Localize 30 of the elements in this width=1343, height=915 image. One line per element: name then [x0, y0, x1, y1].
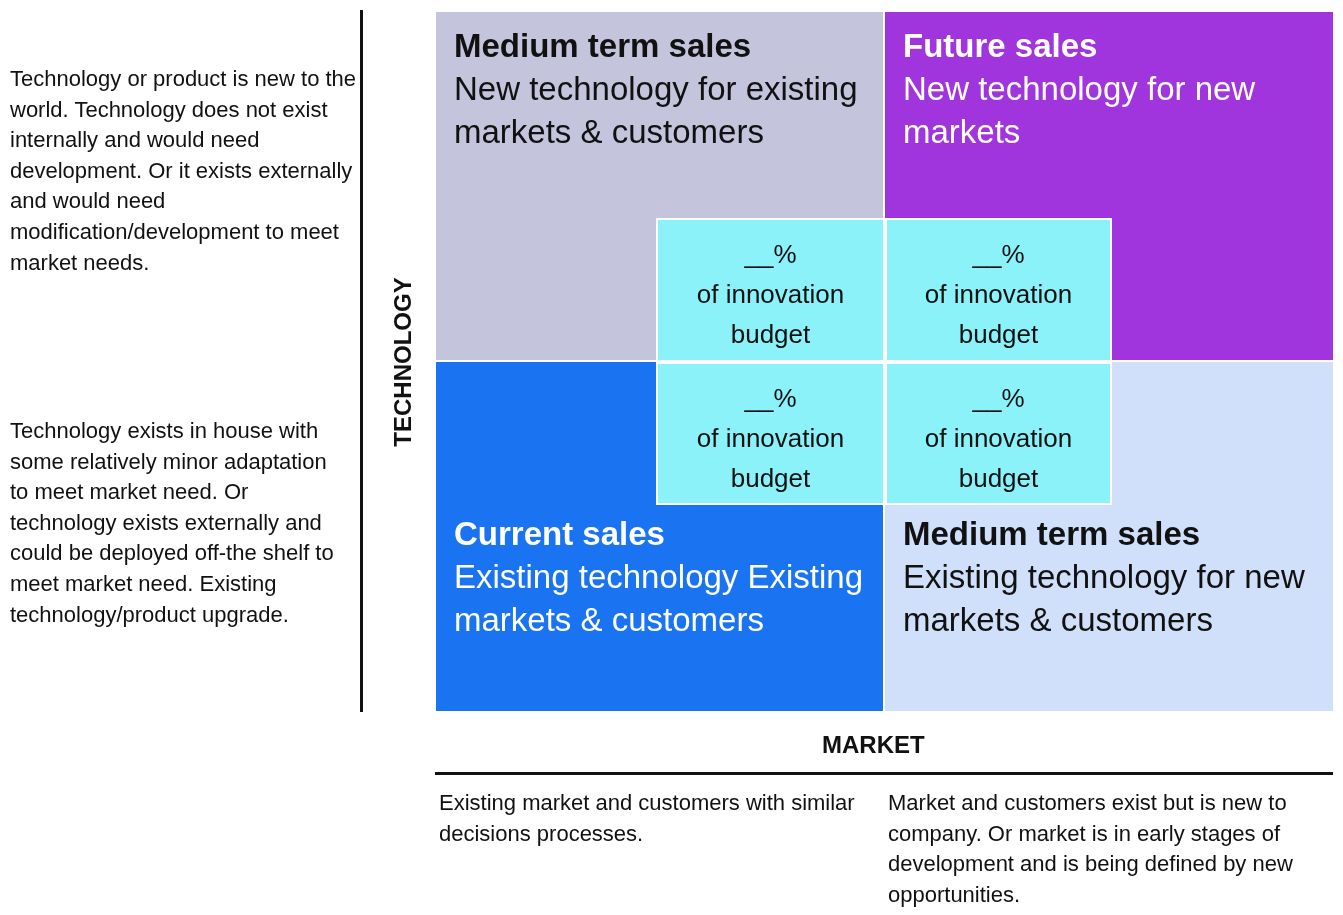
axis-title: TECHNOLOGY: [389, 277, 417, 447]
percent-blank: __%: [971, 238, 1026, 271]
quadrant-heading: Current sales: [454, 514, 666, 554]
budget-box: [656, 218, 885, 362]
budget-box: [885, 218, 1112, 362]
quadrant-description: New technology for existing markets & customers: [454, 69, 859, 152]
quadrant-description: New technology for new markets: [903, 69, 1257, 152]
description-text: Technology or product is new to the world. Technology does not exist internally and would need development. Or it exists externally and would need modification/development to meet market needs.: [10, 65, 358, 277]
description-text: Technology exists in house with some relatively minor adaptation to meet market need. Or technology exists externally and could be deployed off-the shelf to meet market need. Existing technology/product upgrade.: [10, 417, 335, 629]
quadrant-box: [436, 12, 883, 360]
quadrant-box: [885, 12, 1333, 360]
description-text: Market and customers exist but is new to company. Or market is in early stages of development and is being defined by new opportunities.: [888, 789, 1294, 909]
budget-text: of innovation budget: [923, 422, 1074, 495]
quadrant-description: Existing technology Existing markets & customers: [454, 557, 865, 640]
percent-blank: __%: [971, 382, 1026, 415]
description-text: Existing market and customers with similar decisions processes.: [439, 789, 856, 848]
quadrant-description: Existing technology for new markets & customers: [903, 557, 1306, 640]
quadrant-box: [436, 362, 883, 711]
quadrant-heading: Medium term sales: [454, 26, 753, 66]
quadrant-heading: Future sales: [903, 26, 1099, 66]
quadrant-box: [885, 362, 1333, 711]
quadrant-heading: Medium term sales: [903, 514, 1202, 554]
percent-blank: __%: [743, 382, 798, 415]
budget-box: [885, 362, 1112, 505]
budget-text: of innovation budget: [695, 422, 846, 495]
budget-box: [656, 362, 885, 505]
axis-title: MARKET: [822, 730, 925, 760]
percent-blank: __%: [743, 238, 798, 271]
budget-text: of innovation budget: [923, 278, 1074, 351]
budget-text: of innovation budget: [695, 278, 846, 351]
